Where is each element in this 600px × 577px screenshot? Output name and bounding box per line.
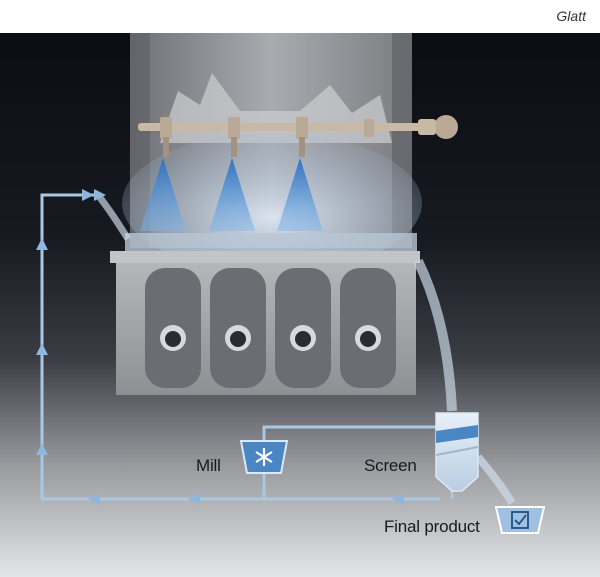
arrow-left-3 bbox=[392, 493, 404, 505]
fluid-bed-layer bbox=[125, 233, 417, 253]
flow-arrows bbox=[36, 189, 404, 505]
arrow-up-3 bbox=[36, 443, 48, 455]
discharge-stream bbox=[413, 258, 457, 412]
return-stream bbox=[95, 192, 131, 241]
arrow-left-2 bbox=[188, 493, 200, 505]
image-credit: Glatt bbox=[556, 8, 586, 24]
arrow-up-2 bbox=[36, 343, 48, 355]
arrow-right-2 bbox=[94, 189, 106, 201]
arrow-left-1 bbox=[88, 493, 100, 505]
screen-label: Screen bbox=[364, 456, 417, 475]
spray-nozzle-cone-2 bbox=[209, 158, 255, 231]
asterisk-icon bbox=[255, 448, 273, 466]
diagram-panel: Mill Screen Final product bbox=[0, 33, 600, 577]
spray-nozzle-cone-1 bbox=[140, 158, 186, 231]
spray-cones bbox=[140, 158, 323, 231]
checkbox-icon bbox=[511, 511, 529, 529]
spray-nozzle-cone-3 bbox=[277, 158, 323, 231]
processing-vessel bbox=[110, 251, 420, 395]
final-product-container bbox=[494, 506, 546, 534]
mill-unit bbox=[239, 440, 289, 474]
mill-label: Mill bbox=[196, 456, 221, 475]
final-product-label: Final product bbox=[384, 517, 480, 536]
fluid-bed-diagram bbox=[36, 33, 546, 534]
screen-unit bbox=[435, 412, 479, 492]
arrow-right-1 bbox=[82, 189, 94, 201]
spray-manifold bbox=[138, 115, 458, 157]
arrow-up-1 bbox=[36, 238, 48, 250]
